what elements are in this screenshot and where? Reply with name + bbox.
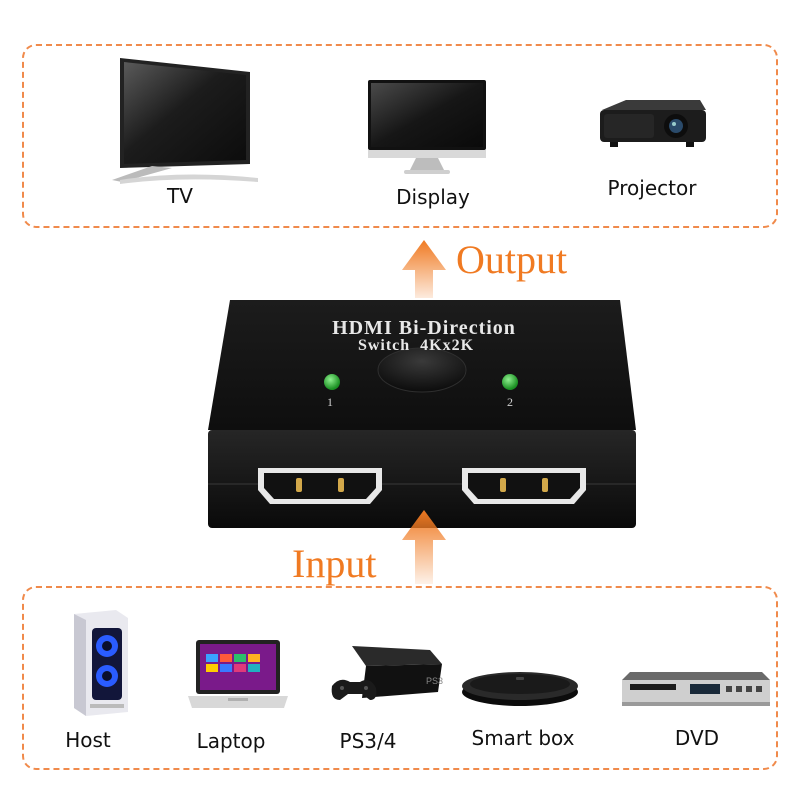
- media-box-icon: [462, 672, 578, 706]
- switch-title-line-2: Switch 4Kx2K: [358, 337, 474, 354]
- switch-title-line-1: HDMI Bi-Direction: [332, 317, 516, 339]
- input-arrow-icon: [402, 510, 446, 584]
- output-arrow-icon: [402, 240, 446, 298]
- output-label: Output: [456, 237, 568, 282]
- tv-icon: [112, 58, 258, 184]
- svg-text:PS3: PS3: [426, 676, 443, 686]
- port-1-led: [324, 374, 340, 390]
- port-1-label: 1: [327, 395, 333, 409]
- device-label-ps: PS3/4: [339, 729, 397, 753]
- input-devices-panel: [22, 586, 778, 770]
- monitor-icon: [368, 80, 486, 174]
- device-label-tv: TV: [167, 184, 193, 208]
- hdmi-switch-device: HDMI Bi-Direction Switch 4Kx2K 1 2: [208, 300, 636, 528]
- port-2-label: 2: [507, 395, 513, 409]
- device-label-laptop: Laptop: [196, 729, 266, 753]
- device-label-smart-box: Smart box: [471, 726, 575, 750]
- game-console-icon: PS3: [331, 646, 443, 700]
- device-label-dvd: DVD: [674, 726, 720, 750]
- hdmi-port-1: [258, 468, 382, 504]
- input-label: Input: [292, 541, 377, 586]
- laptop-icon: [188, 640, 288, 708]
- output-devices-panel: [22, 44, 778, 228]
- projector-icon: [600, 100, 706, 147]
- port-2-led: [502, 374, 518, 390]
- device-label-projector: Projector: [607, 176, 697, 200]
- device-label-display: Display: [396, 185, 470, 209]
- dvd-player-icon: [622, 672, 770, 706]
- device-label-host: Host: [65, 728, 111, 752]
- pc-tower-icon: [74, 610, 128, 716]
- hdmi-port-2: [462, 468, 586, 504]
